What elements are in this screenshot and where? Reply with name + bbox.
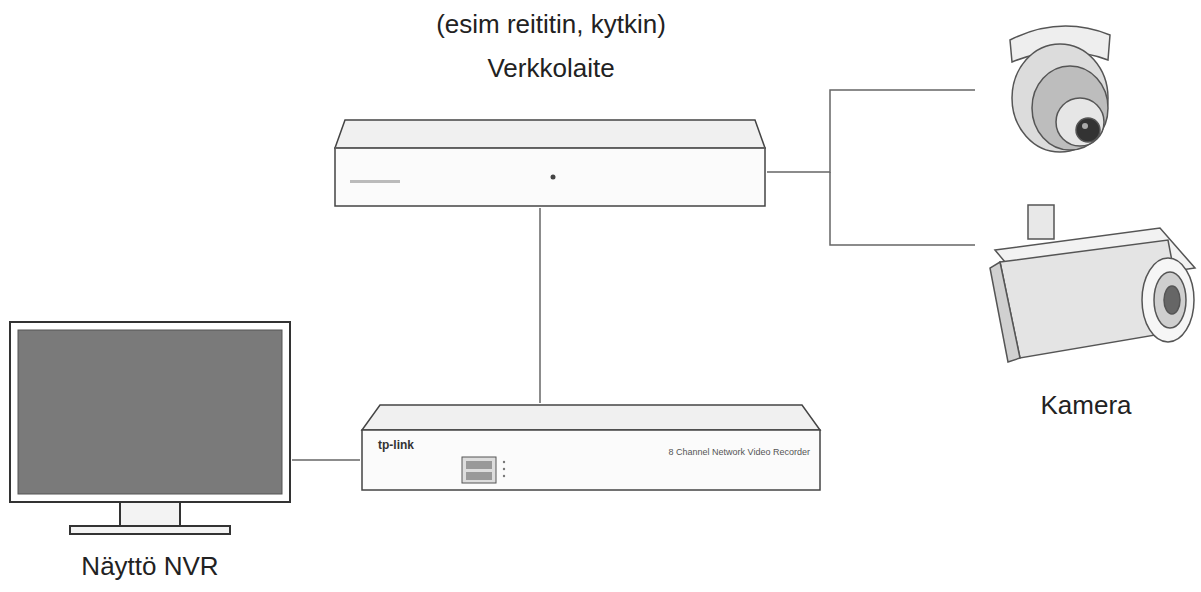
bullet-camera-drawing (990, 205, 1195, 362)
node-label: Verkkolaite (335, 54, 767, 84)
node-label: (esim reititin, kytkin) (335, 10, 767, 40)
node-label: Näyttö NVR (8, 552, 292, 582)
camera-group: Kamera (975, 15, 1197, 430)
cable-line (767, 90, 975, 172)
node-label: Kamera (975, 391, 1197, 421)
camera-branch-wire (830, 172, 975, 245)
node-label: 8 Channel Network Video Recorder (610, 447, 810, 457)
cable-line (292, 459, 360, 461)
monitor: Näyttö NVR (8, 320, 292, 588)
dome-camera-drawing (1010, 26, 1110, 152)
monitor-drawing (10, 322, 290, 534)
nvr: tp-link 8 Channel Network Video Recorder (360, 403, 822, 492)
cable-line (539, 208, 541, 403)
network-device: (esim reititin, kytkin)Verkkolaite (335, 118, 767, 208)
nvr-drawing (362, 405, 820, 490)
switch-drawing (335, 120, 765, 206)
node-label: tp-link (378, 439, 468, 453)
